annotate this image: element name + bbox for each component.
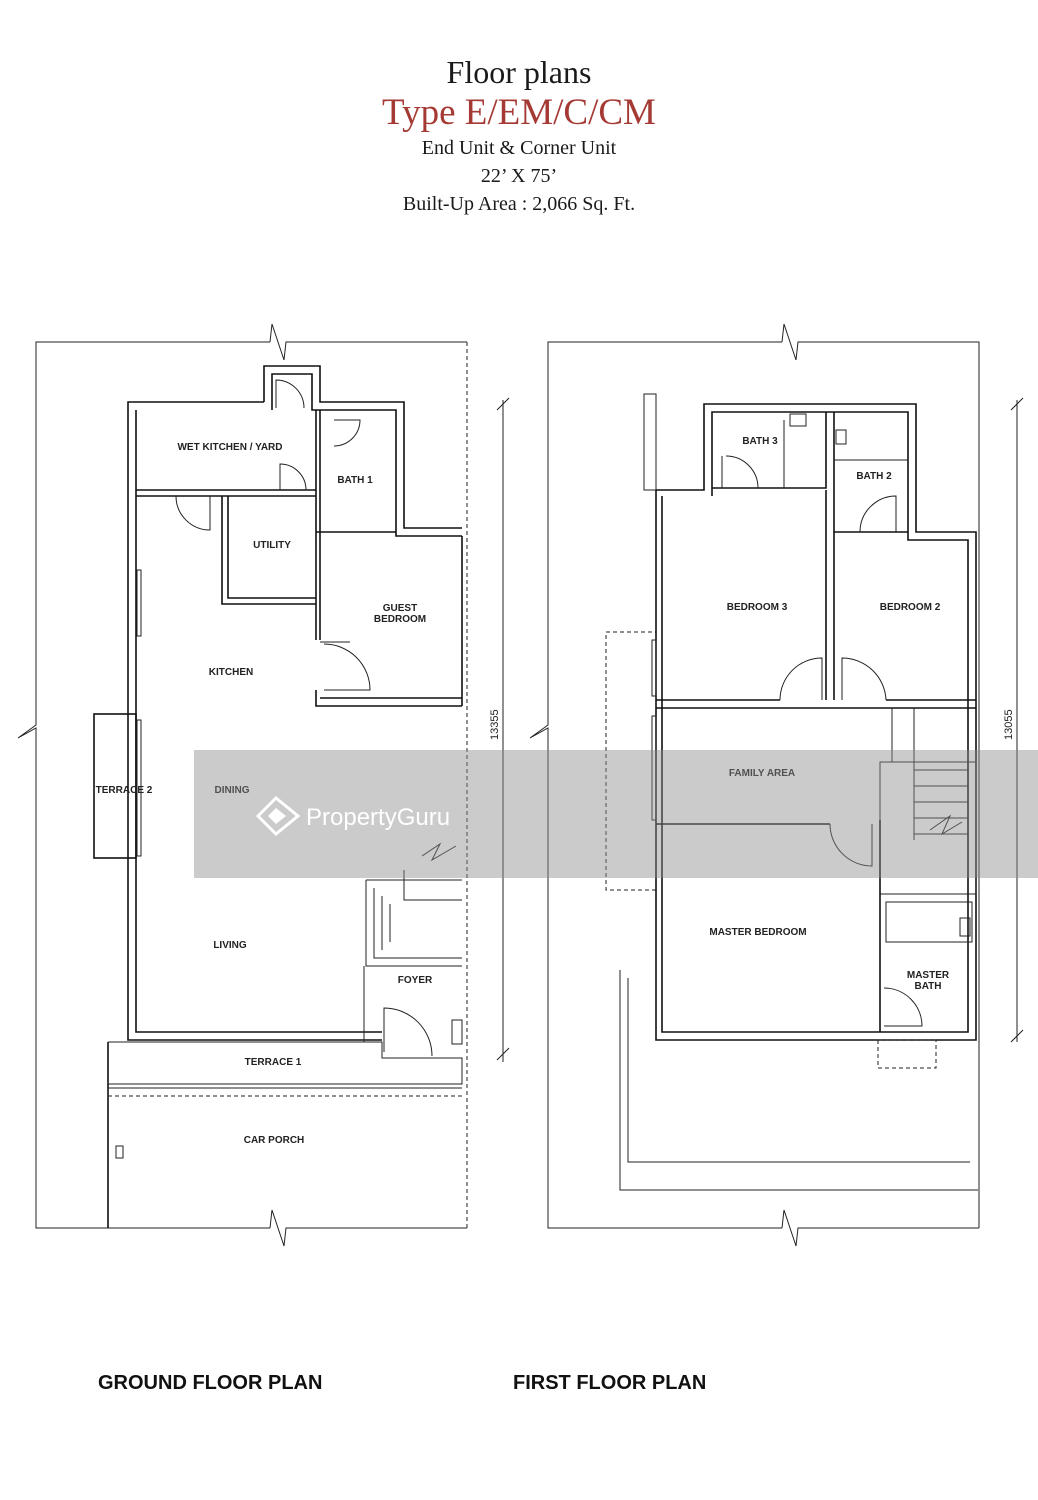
utility-wall-2 [227,496,316,599]
label-guest-2: BEDROOM [374,614,426,625]
ground-site-boundary [17,341,270,1229]
watermark: PropertyGuru [194,750,1038,878]
lot-size: 22’ X 75’ [480,165,558,187]
label-bath2: BATH 2 [856,471,892,482]
door-bedroom2 [841,657,887,701]
first-boundary-break-top [781,323,980,1228]
ground-outer-wall [127,401,382,1041]
guest-wall-bottom [315,690,462,707]
ground-rear-inner [271,373,462,537]
bath3-fixture [789,413,807,427]
door-wet-kitchen [279,463,307,491]
ground-inner-wall-line [135,410,382,1033]
window-bedroom3 [651,639,657,697]
door-bath3 [721,455,759,489]
first-dimension-tick-bottom [1010,1029,1024,1043]
ground-staircase [365,842,462,967]
first-inner-wall [661,411,969,1033]
label-bedroom2: BEDROOM 2 [880,602,941,613]
door-utility [175,495,211,531]
ground-floor-caption: GROUND FLOOR PLAN [98,1372,323,1394]
porch-gate-post [115,1145,124,1159]
unit-type: Type E/EM/C/CM [382,92,656,133]
window-kitchen [136,569,142,637]
label-bedroom3: BEDROOM 3 [727,602,788,613]
ground-floor-plan: 13355 WET KITCHEN / YARD BATH 1 UTILITY … [17,323,510,1247]
first-floor-caption: FIRST FLOOR PLAN [513,1372,707,1394]
label-car-porch: CAR PORCH [244,1135,305,1146]
door-master-bath [883,987,923,1027]
door-main [383,1007,433,1057]
window-family [651,715,657,821]
label-living: LIVING [213,940,247,951]
label-wet-kitchen: WET KITCHEN / YARD [177,442,282,453]
ground-dimension-label: 13355 [489,709,501,740]
label-master-bath-2: BATH [914,981,941,992]
door-master-bedroom [829,823,873,867]
watermark-text: PropertyGuru [306,804,450,831]
first-rear-ledge [643,393,657,491]
door-rear [275,379,305,409]
door-guest [320,641,371,691]
ground-dimension-tick-bottom [496,1047,510,1061]
terrace2-outline [93,713,137,859]
window-dining [136,719,142,857]
label-family-area: FAMILY AREA [729,768,795,779]
ground-boundary-break-bottom [269,1209,467,1247]
first-outer-wall [655,403,977,1041]
header: Floor plans Type E/EM/C/CM End Unit & Co… [0,52,1038,218]
label-dining: DINING [215,785,250,796]
door-bath1 [333,419,361,447]
master-bath-counter [885,901,973,943]
first-dimension-label: 13055 [1003,709,1015,740]
bath2-fixture [835,429,847,445]
first-front-ledge [619,970,978,1191]
unit-description: End Unit & Corner Unit [421,137,617,159]
master-bath-basin [959,917,971,937]
label-master-bedroom: MASTER BEDROOM [709,927,806,938]
first-site-boundary [529,341,782,1229]
first-front-ledge-inner [627,978,970,1163]
ground-rear-projection [263,365,462,529]
label-utility: UTILITY [253,540,291,551]
label-terrace1: TERRACE 1 [245,1057,302,1068]
label-bath1: BATH 1 [337,475,373,486]
page-title: Floor plans [446,54,592,90]
watermark-band [194,750,1038,878]
label-master-bath-1: MASTER [907,970,950,981]
bath3-wall [712,412,827,489]
door-bedroom3 [779,657,823,701]
door-bath2 [859,495,897,533]
propertyguru-logo-icon [255,795,301,837]
foyer-cabinet [451,1019,463,1045]
ground-boundary-break-top [269,323,467,361]
first-boundary-break-bottom [781,1209,979,1247]
label-terrace2: TERRACE 2 [96,785,153,796]
label-bath3: BATH 3 [742,436,778,447]
utility-wall [221,496,316,605]
label-kitchen: KITCHEN [209,667,253,678]
built-up-area: Built-Up Area : 2,066 Sq. Ft. [402,193,636,215]
label-foyer: FOYER [398,975,433,986]
ground-dimension-tick-top [496,397,510,411]
master-bath-bay [877,1039,937,1069]
label-guest-1: GUEST [383,603,417,614]
first-floor-plan: 13055 BATH 3 BATH 2 BEDROOM 3 BEDROOM 2 … [529,323,1024,1247]
first-dimension-tick-top [1010,397,1024,411]
terrace1-outline [108,1041,463,1085]
